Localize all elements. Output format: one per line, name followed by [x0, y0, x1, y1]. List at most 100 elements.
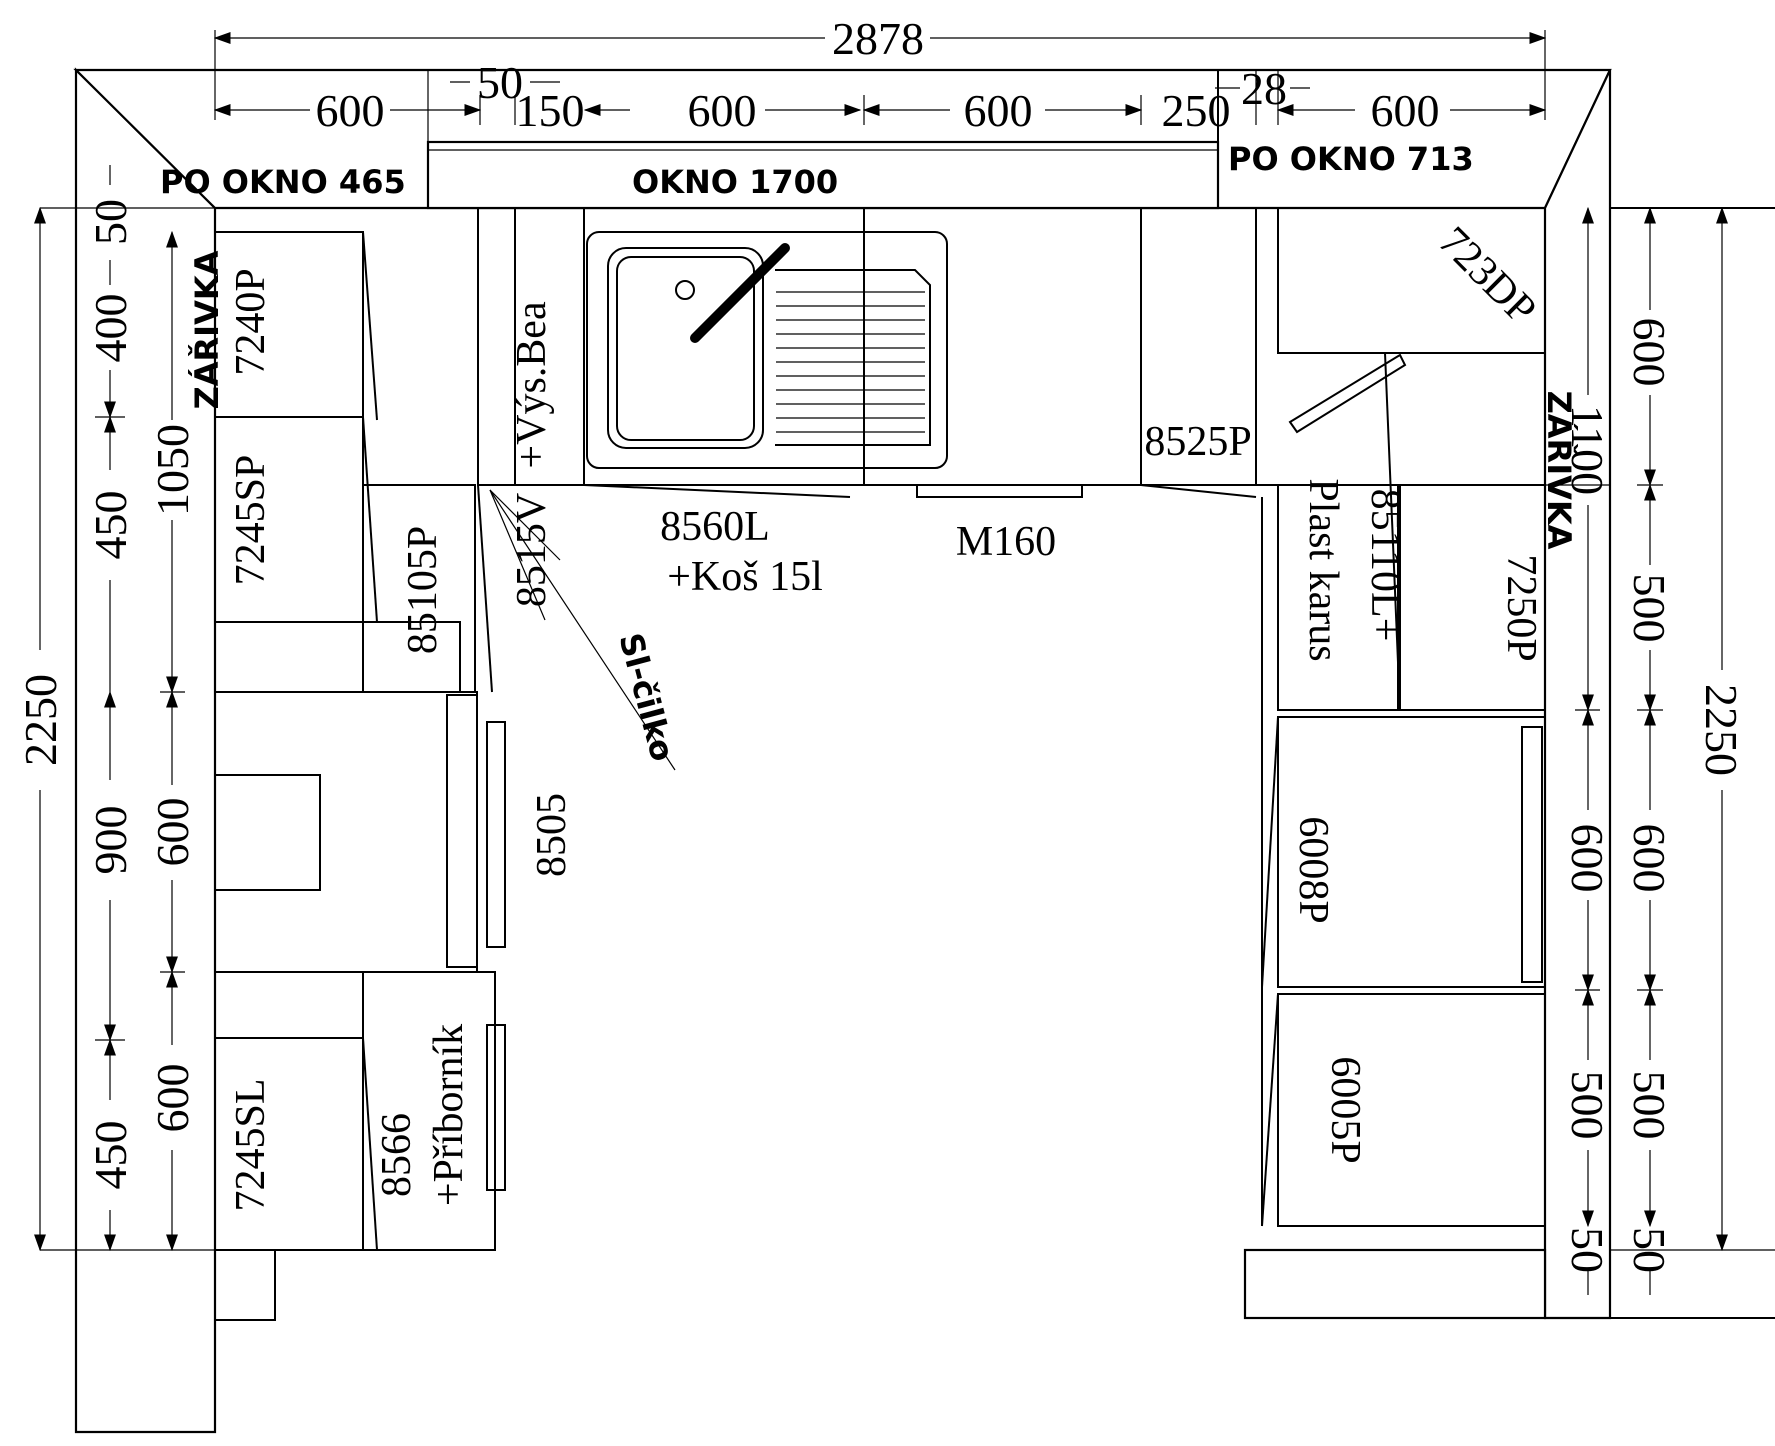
- top-dim-labels: 2878 600 50 150 600 600 250 28 600: [316, 13, 1440, 136]
- dim-left-total: 2250: [15, 674, 66, 766]
- sink-drain: [675, 280, 695, 300]
- door-7245sl: [362, 1037, 378, 1251]
- dim-left-o2: 400: [85, 294, 136, 363]
- cabinet-6008p: [1277, 716, 1546, 988]
- left-bottom-block: [214, 1249, 276, 1321]
- door-8560l: [583, 484, 851, 498]
- dim-top-4: 600: [688, 85, 757, 136]
- door-85110l: [1384, 352, 1401, 711]
- cabinet-85105p: [362, 484, 476, 693]
- door-85105p: [477, 484, 493, 693]
- sink: [586, 231, 948, 469]
- cabinet-8560l: [583, 207, 865, 486]
- right-bottom-block: [1243, 1248, 1547, 1320]
- label-6005p: 6005P: [1322, 1056, 1368, 1163]
- dim-top-1: 600: [316, 85, 385, 136]
- cabinet-labels: ZÁŘIVKA 7240P 7245SP 85105P +Výs.Bea 851…: [188, 218, 1578, 1211]
- faucet: [690, 243, 790, 343]
- dim-right-i3: 500: [1562, 1071, 1613, 1140]
- dim-right-o3: 600: [1624, 824, 1675, 893]
- oven-knobs: [486, 721, 506, 948]
- dim-right-o4: 500: [1624, 1071, 1675, 1140]
- label-85110l: 85110L+: [1362, 489, 1408, 642]
- dim-left-i3: 600: [147, 1064, 198, 1133]
- dim-right-o2: 500: [1624, 574, 1675, 643]
- left-dim-labels: 2250 50 400 450 900 450 1050 600 600: [15, 199, 198, 1190]
- dim-left-o4: 900: [85, 806, 136, 875]
- label-8560l: 8560L: [660, 504, 770, 550]
- window-center-label: OKNO 1700: [632, 163, 838, 201]
- label-8505: 8505: [529, 793, 575, 877]
- dim-total-top: 2878: [832, 13, 924, 64]
- cabinet-m160: [863, 207, 1142, 486]
- zarivka-right-label: ZÁŘIVKA: [1540, 391, 1578, 550]
- label-kos: +Koš 15l: [667, 554, 823, 600]
- dim-top-5: 600: [964, 85, 1033, 136]
- cooktop: [214, 774, 321, 891]
- door-7245sp: [362, 416, 378, 623]
- m160-handle: [916, 484, 1083, 498]
- dim-right-i2: 600: [1562, 824, 1613, 893]
- dim-left-o5: 450: [85, 1121, 136, 1190]
- label-8566: 8566: [374, 1113, 420, 1197]
- cooktop-cabinet: [214, 691, 478, 973]
- label-7240p: 7240P: [228, 268, 274, 375]
- dim-left-i1: 1050: [147, 424, 198, 516]
- sticky-line: [489, 489, 676, 771]
- cabinet-6005p: [1277, 993, 1546, 1227]
- dim-right-i4: 50: [1562, 1227, 1613, 1273]
- window-left-label: PO OKNO 465: [160, 163, 406, 201]
- cabinet-8566: [362, 971, 496, 1251]
- label-sticky: Sl-čilko: [611, 629, 682, 765]
- label-7250p: 7250P: [1498, 554, 1544, 661]
- left-dimension-lines: [34, 165, 215, 1252]
- right-dim-labels: 2250 1100 600 500 50 600 500 600 500 50: [1562, 318, 1747, 1274]
- dim-left-o3: 450: [85, 491, 136, 560]
- window-labels: PO OKNO 465 OKNO 1700 PO OKNO 713: [160, 140, 1474, 201]
- label-7245sl: 7245SL: [228, 1078, 274, 1211]
- drainboard: [775, 269, 931, 446]
- dim-left-i2: 600: [147, 798, 198, 867]
- cabinet-8566-handle: [486, 1024, 506, 1191]
- top-cabinets: [215, 207, 1545, 771]
- dim-left-o1: 50: [85, 199, 136, 245]
- label-8525p: 8525P: [1144, 419, 1251, 465]
- door-7240p: [362, 231, 378, 421]
- dim-top-6: 250: [1162, 85, 1231, 136]
- dim-top-8: 600: [1371, 85, 1440, 136]
- label-m160: M160: [956, 519, 1056, 565]
- sink-bowl-inner: [616, 256, 755, 441]
- cabinet-6008p-handle: [1521, 726, 1543, 983]
- door-723dp: [1288, 353, 1407, 434]
- door-6005p: [1261, 993, 1279, 1227]
- drainboard-ribs: [776, 291, 925, 433]
- top-dimension-lines: [213, 30, 1547, 208]
- door-8525p: [1140, 484, 1257, 498]
- label-plast-karus: Plast karus: [1300, 478, 1346, 661]
- dim-right-o1: 600: [1624, 318, 1675, 387]
- label-vys-bea: +Výs.Bea: [509, 301, 555, 469]
- label-85105p: 85105P: [400, 526, 446, 654]
- label-8515v: 8515V: [509, 493, 555, 607]
- label-723dp: 723DP: [1430, 218, 1545, 333]
- dim-right-total: 2250: [1696, 684, 1747, 776]
- right-cabinets: [1256, 207, 1546, 1227]
- cabinet-723dp: [1277, 207, 1546, 354]
- label-7245sp: 7245SP: [228, 455, 274, 586]
- dim-right-o5: 50: [1624, 1227, 1675, 1273]
- dim-right-i1: 1100: [1562, 405, 1613, 495]
- dim-top-7: 28: [1241, 63, 1287, 114]
- cabinet-8525p: [1140, 207, 1257, 486]
- label-6008p: 6008P: [1290, 816, 1336, 923]
- right-dimension-lines: [1545, 206, 1775, 1295]
- dim-top-2: 50: [477, 57, 523, 108]
- walls: [73, 67, 1775, 1434]
- zarivka-left-label: ZÁŘIVKA: [188, 250, 226, 409]
- window-right-label: PO OKNO 713: [1228, 140, 1474, 178]
- door-6008p: [1261, 716, 1279, 988]
- label-pribornik: +Příborník: [426, 1024, 472, 1206]
- dim-top-3: 150: [516, 85, 585, 136]
- sink-bowl-outer: [607, 247, 764, 449]
- oven-handle: [446, 694, 478, 968]
